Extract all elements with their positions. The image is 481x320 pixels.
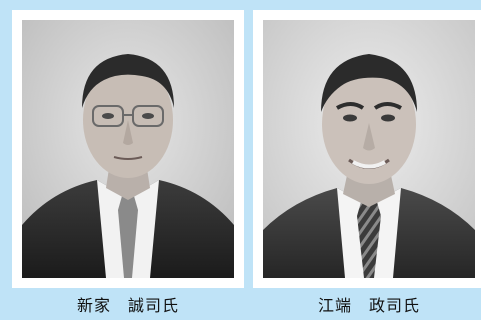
- portrait-card-left: [12, 10, 244, 288]
- portrait-photo-left-graphic: [22, 20, 234, 278]
- portrait-photo-left: [22, 20, 234, 278]
- portrait-photo-right-graphic: [263, 20, 475, 278]
- caption-name-right: 江端 政司氏: [317, 296, 420, 315]
- portrait-card-right: [253, 10, 481, 288]
- caption-name-left: 新家 誠司氏: [76, 296, 179, 315]
- top-strip: [0, 0, 481, 10]
- portrait-photo-right: [263, 20, 475, 278]
